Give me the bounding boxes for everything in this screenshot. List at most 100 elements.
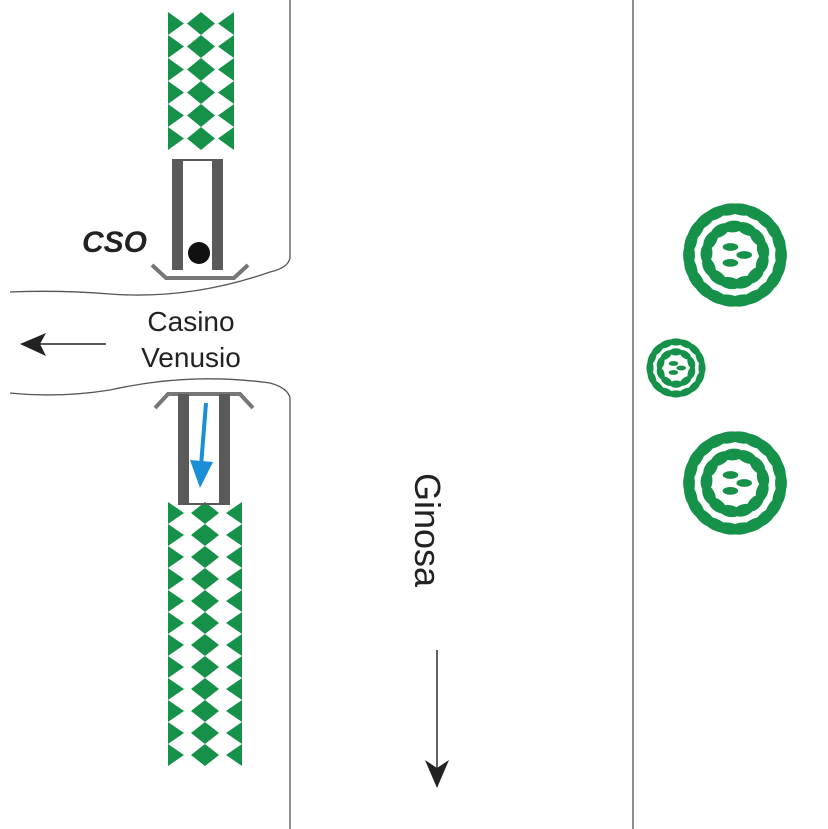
cycle-marker: [205, 744, 219, 766]
cycle-marker: [191, 590, 205, 612]
leaf: [668, 370, 679, 375]
cycle-marker: [191, 700, 205, 722]
cycle-marker: [168, 58, 184, 81]
cycle-marker: [168, 744, 184, 766]
leaf: [669, 380, 683, 388]
leaf: [722, 243, 739, 251]
cycle-marker: [187, 12, 201, 35]
cycle-marker: [187, 35, 201, 58]
leaf: [736, 479, 752, 487]
leaf: [722, 471, 739, 479]
cycle-marker: [168, 546, 184, 568]
leaf: [772, 457, 786, 483]
cycle-marker: [191, 502, 205, 524]
cycle-marker: [205, 568, 219, 590]
leaf: [687, 366, 696, 380]
cycle-marker: [226, 744, 242, 766]
cycle-marker: [205, 722, 219, 744]
cycle-marker: [226, 678, 242, 700]
leaf: [669, 348, 683, 356]
cycle-marker: [226, 568, 242, 590]
cycle-marker: [168, 524, 184, 546]
cycle-marker: [226, 700, 242, 722]
cycle-marker: [168, 568, 184, 590]
cycle-marker: [187, 81, 201, 104]
cycle-marker: [191, 568, 205, 590]
main-road-label: Ginosa: [407, 473, 448, 588]
cycle-marker: [205, 524, 219, 546]
cycle-marker: [205, 612, 219, 634]
cycle-marker: [191, 656, 205, 678]
cycle-marker: [226, 524, 242, 546]
cycle-marker: [187, 127, 201, 150]
cycle-marker: [205, 634, 219, 656]
cycle-marker: [226, 656, 242, 678]
side-street-arrow-icon: [20, 333, 106, 356]
tree-icon: [683, 431, 787, 535]
cycle-marker: [226, 546, 242, 568]
leaf: [756, 239, 770, 261]
cycle-marker: [226, 590, 242, 612]
leaf: [679, 350, 691, 360]
cycle-marker: [218, 81, 234, 104]
cycle-marker: [201, 12, 215, 35]
cycle-marker: [168, 700, 184, 722]
street-label-line1: Casino: [147, 306, 234, 337]
side-street-edge-top: [9, 271, 271, 296]
cycle-marker: [187, 104, 201, 127]
cycle-marker: [205, 656, 219, 678]
cycle-marker: [191, 678, 205, 700]
cycle-marker: [205, 502, 219, 524]
cso-label: CSO: [82, 226, 147, 259]
street-label-line2: Venusio: [141, 342, 241, 373]
cycle-marker: [205, 678, 219, 700]
leaf: [722, 487, 739, 495]
cycle-marker: [201, 127, 215, 150]
cycle-marker: [226, 634, 242, 656]
cycle-marker: [168, 104, 184, 127]
cycle-marker: [226, 612, 242, 634]
cycle-marker: [168, 81, 184, 104]
tree-icon: [683, 203, 787, 307]
tree-icon: [646, 338, 706, 398]
cycle-marker: [168, 35, 184, 58]
cycle-marker: [201, 35, 215, 58]
leaf: [661, 376, 673, 386]
cycle-marker: [218, 127, 234, 150]
leaf: [756, 467, 770, 489]
cycle-path-markers-bottom: [168, 502, 242, 766]
flow-arrow-shaft: [199, 402, 208, 467]
leaf: [695, 350, 705, 366]
lower-crossing: [153, 392, 255, 505]
cycle-marker: [191, 634, 205, 656]
cycle-marker: [201, 58, 215, 81]
cycle-marker: [168, 678, 184, 700]
main-road-arrow-icon: [425, 650, 449, 788]
cycle-marker: [205, 700, 219, 722]
cycle-marker: [226, 502, 242, 524]
cycle-marker: [168, 634, 184, 656]
cycle-marker: [191, 722, 205, 744]
leaf: [722, 259, 739, 267]
cycle-marker: [191, 612, 205, 634]
leaf: [736, 251, 752, 259]
cycle-marker: [201, 81, 215, 104]
cycle-marker: [218, 12, 234, 35]
cycle-marker: [205, 546, 219, 568]
cycle-marker: [168, 502, 184, 524]
cycle-path-markers-top: [168, 12, 234, 150]
cycle-marker: [168, 590, 184, 612]
cycle-marker: [168, 127, 184, 150]
cycle-marker: [218, 35, 234, 58]
cycle-marker: [168, 722, 184, 744]
leaf: [772, 229, 786, 255]
road-edge-left-lower: [269, 382, 291, 829]
leaf: [656, 367, 665, 380]
leaf: [687, 356, 696, 369]
cycle-marker: [168, 12, 184, 35]
cycle-marker: [168, 612, 184, 634]
leaf: [676, 365, 686, 371]
cycle-marker: [218, 58, 234, 81]
